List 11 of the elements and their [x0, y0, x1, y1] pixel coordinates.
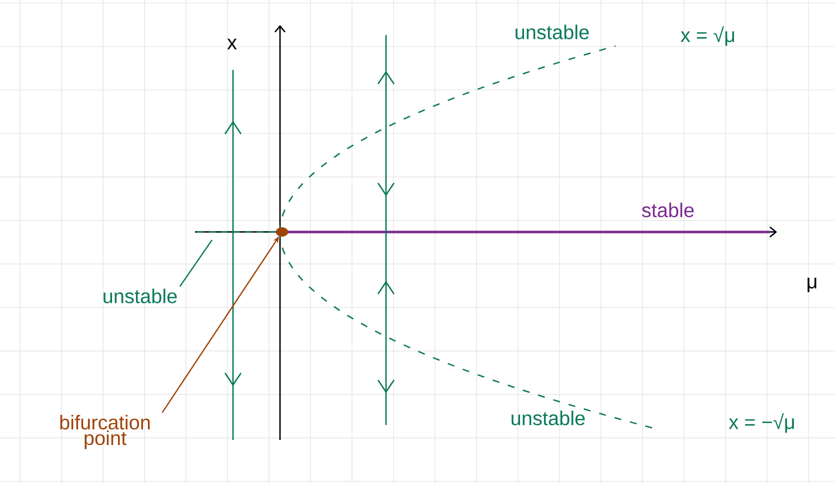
- text-label: x: [227, 38, 237, 50]
- text-label: x = √μ: [680, 26, 734, 46]
- text-label: stable: [642, 202, 694, 218]
- text-label: unstable: [512, 410, 585, 426]
- leader-line: [179, 240, 213, 287]
- text-label: x = −√μ: [728, 413, 794, 433]
- text-label: unstable: [104, 288, 177, 304]
- text-label: μ: [808, 278, 816, 292]
- text-label: bifurcation point: [60, 414, 150, 450]
- bifurcation-dot: [276, 227, 288, 237]
- text-label: unstable: [516, 24, 589, 40]
